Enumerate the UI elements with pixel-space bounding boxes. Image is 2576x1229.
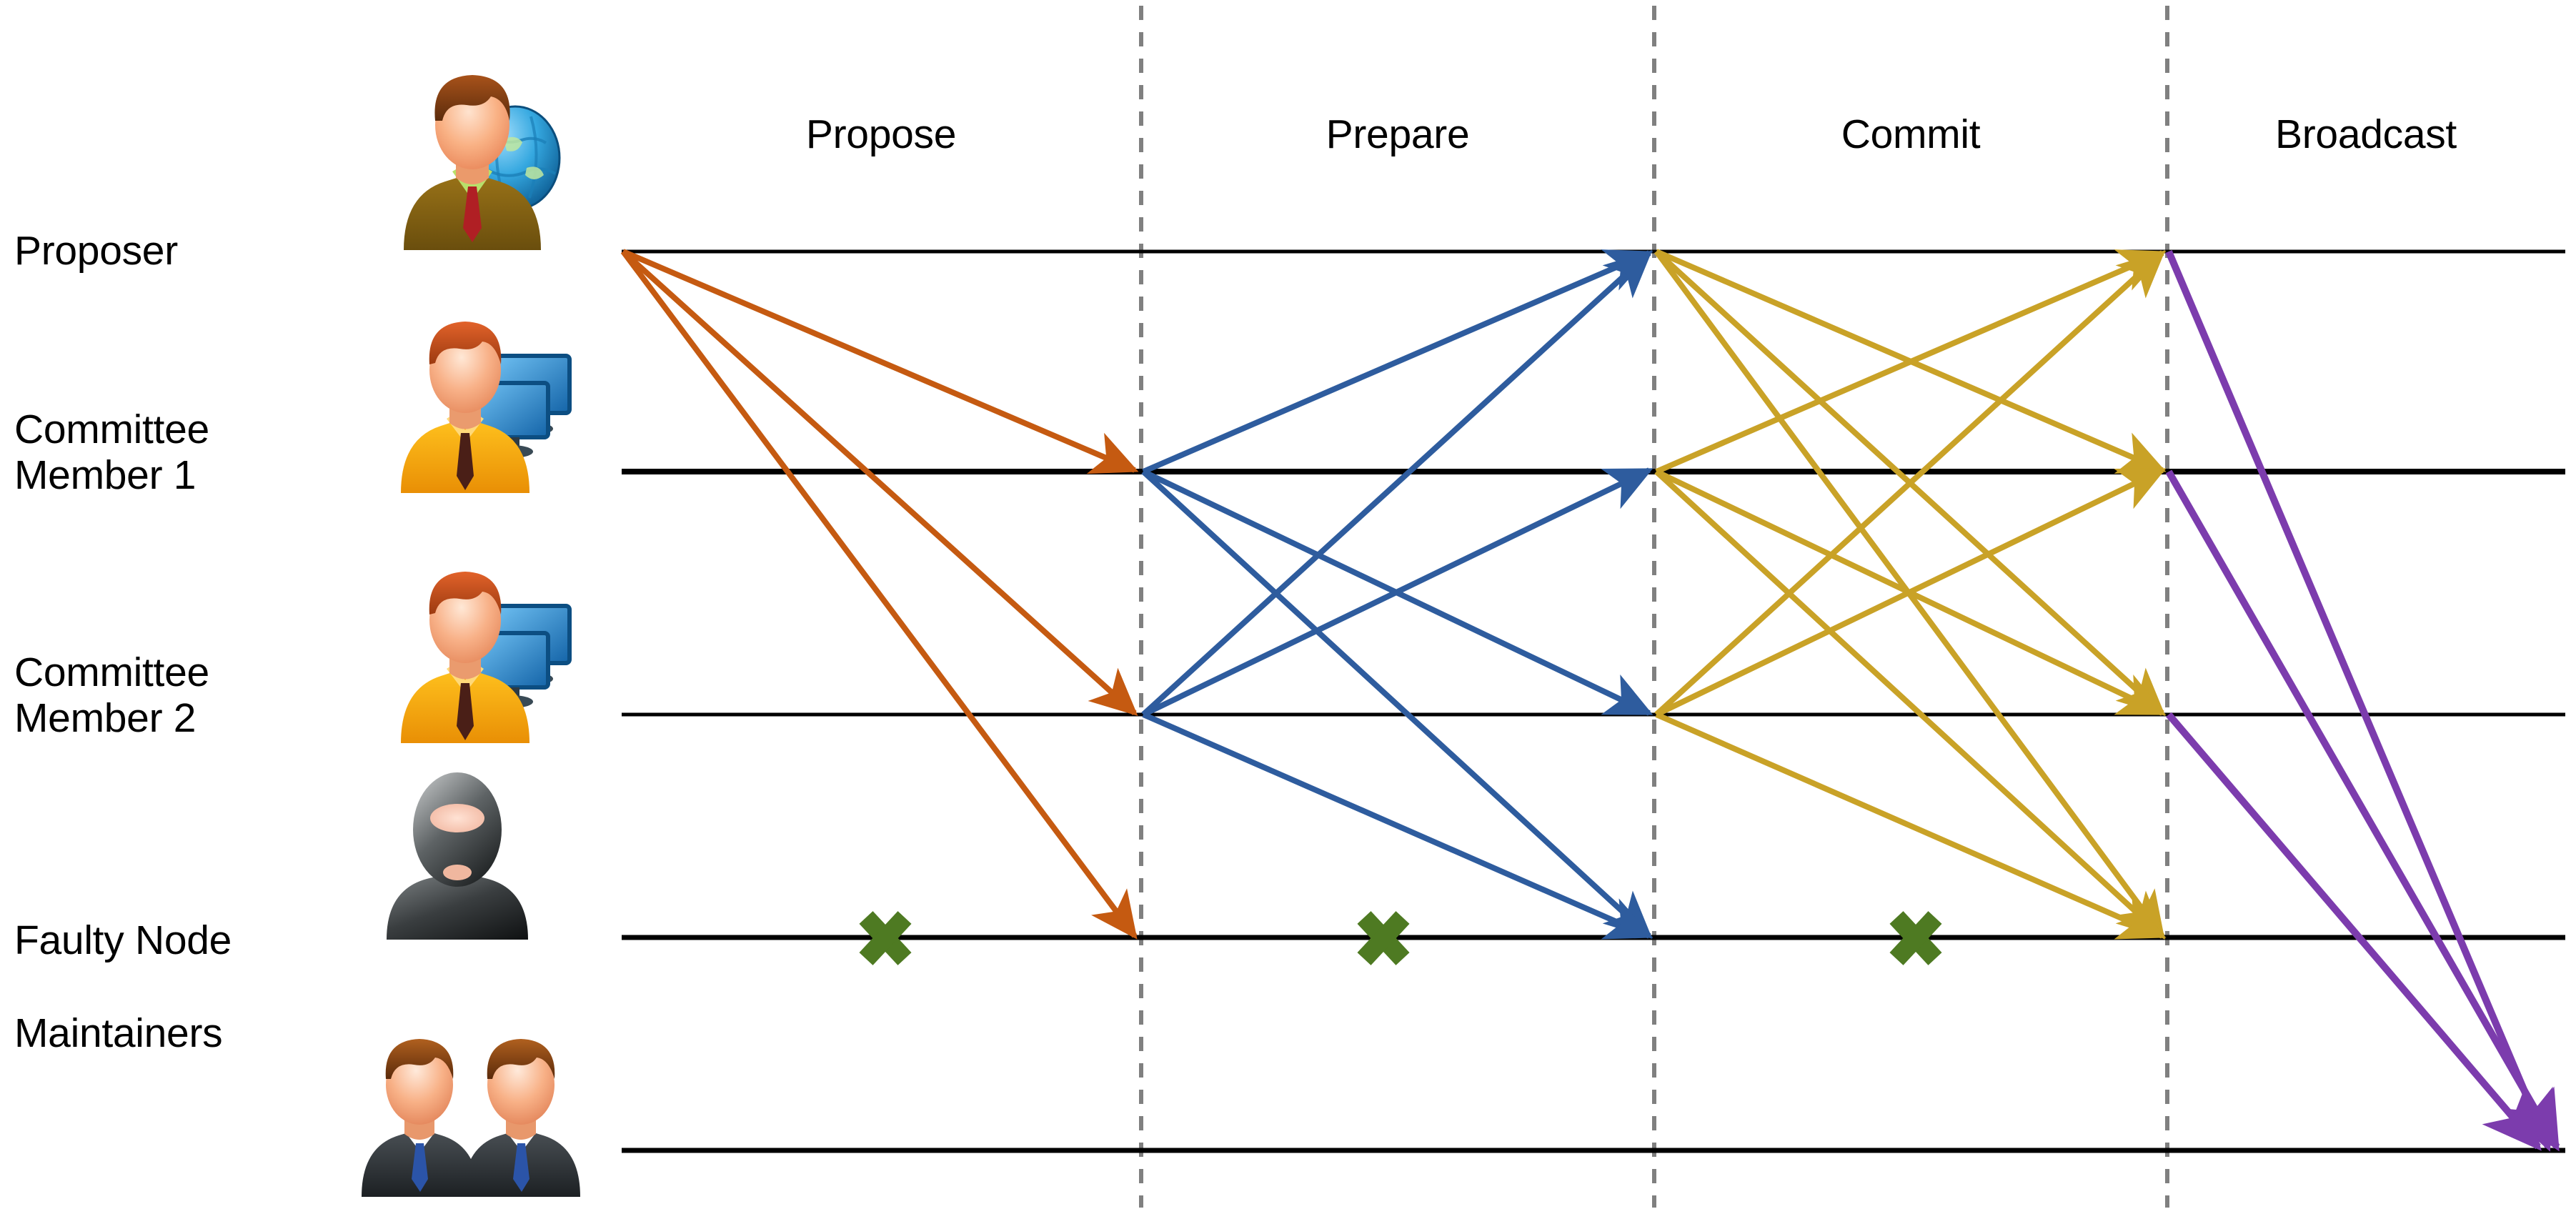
lane-label-faulty-node: Faulty Node [14,917,232,963]
user-globe-icon [361,68,575,250]
fault-marker-x-icon-prepare [1357,911,1410,965]
message-commit-member2-to-faulty [1655,712,2167,940]
lane-label-member1: Committee Member 1 [14,407,209,498]
prepare-phase-arrows [1141,249,1653,940]
message-propose-proposer-to-faulty [620,249,1138,940]
message-broadcast-member2-to-maintainers [2166,712,2542,1151]
phase-dividers [1139,6,2169,1208]
user-monitors-icon [361,314,575,493]
lane-label-maintainers: Maintainers [14,1010,223,1056]
message-commit-member2-to-proposer [1654,249,2166,717]
message-commit-member1-to-faulty [1654,469,2166,940]
message-prepare-member2-to-member1 [1142,467,1653,717]
fault-marker-x-icon-commit [1889,911,1942,965]
two-users-suit-icon [357,1007,593,1197]
phase-label-prepare: Prepare [1326,111,1470,157]
message-broadcast-proposer-to-maintainers [2165,250,2553,1152]
message-prepare-member2-to-faulty [1142,712,1653,940]
lane-label-proposer: Proposer [14,228,178,274]
message-prepare-member2-to-proposer [1141,249,1653,717]
message-prepare-member1-to-proposer [1142,249,1653,474]
message-commit-member2-to-member1 [1655,467,2167,717]
user-monitors-icon [361,564,575,743]
message-broadcast-member1-to-maintainers [2165,469,2560,1152]
masked-user-icon [368,768,547,940]
phase-label-commit: Commit [1841,111,1981,157]
message-commit-member1-to-proposer [1655,249,2167,474]
message-prepare-member1-to-faulty [1141,469,1653,940]
fault-marker-x-icon-propose [859,911,912,965]
phase-label-propose: Propose [805,111,957,157]
phase-label-broadcast: Broadcast [2275,111,2457,157]
lane-timelines [622,249,2565,1153]
broadcast-phase-arrows [2165,250,2560,1152]
fault-markers [859,911,1942,965]
propose-phase-arrows [620,249,1139,940]
lane-label-member2: Committee Member 2 [14,650,209,741]
message-propose-proposer-to-member1 [622,249,1139,474]
commit-phase-arrows [1653,249,2167,940]
message-propose-proposer-to-member2 [621,249,1138,717]
